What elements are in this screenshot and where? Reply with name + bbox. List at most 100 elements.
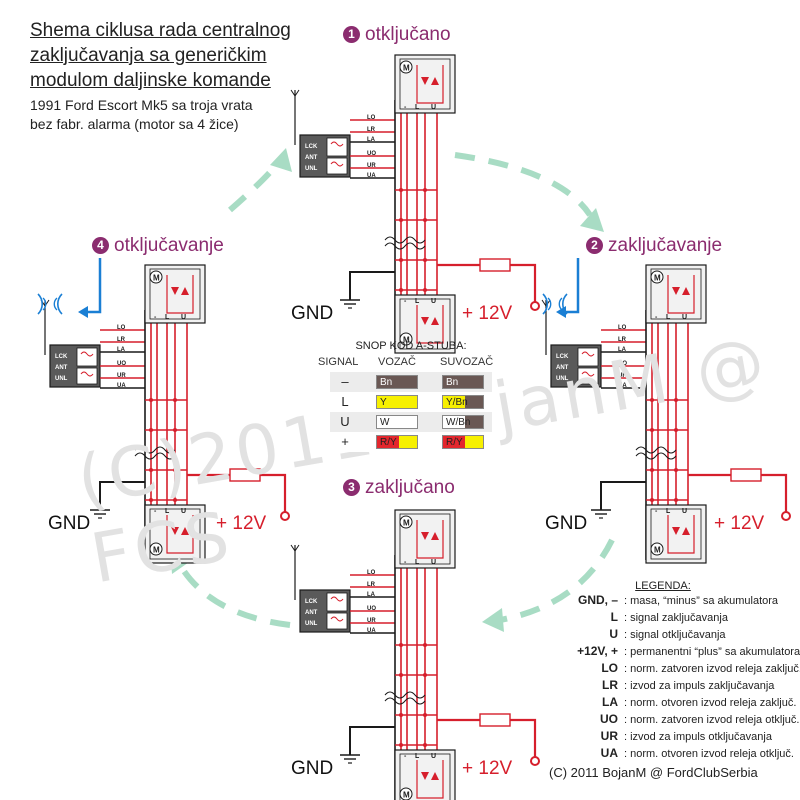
wire-table-title: SNOP KOD A-STUBA:	[355, 340, 467, 352]
motor-symbol	[650, 542, 664, 556]
junction-dot	[650, 468, 654, 472]
actuator-u-label: U	[181, 314, 186, 321]
actuator-l-label: L	[666, 508, 671, 515]
title-line-1: Shema ciklusa rada centralnog	[30, 20, 291, 41]
actuator-l-label: L	[666, 314, 671, 321]
wire-harness-table: SNOP KOD A-STUBA: SIGNAL VOZAČ SUVOZAČ –…	[318, 340, 493, 452]
legend-key: +12V, +	[577, 644, 618, 658]
relay-lock	[326, 592, 348, 612]
motor-symbol	[149, 542, 163, 556]
v12-label-4: + 12V	[216, 513, 267, 534]
junction-dot	[173, 498, 177, 502]
terminal-label-ua: UA	[367, 173, 376, 179]
signal-arrowhead-4	[78, 306, 88, 318]
terminal-label-ur: UR	[117, 373, 126, 379]
junction-dot	[423, 643, 427, 647]
legend-item: LO : norm. zatvoren izvod releja zaključ.	[548, 660, 800, 677]
actuator-inner	[650, 268, 702, 320]
wire-signal: –	[341, 374, 349, 389]
actuator-l-label: L	[165, 508, 170, 515]
junction-dot	[399, 743, 403, 747]
signal-arrow-2	[562, 258, 580, 314]
relay-coil-lock	[330, 596, 344, 602]
harness-break	[384, 691, 426, 699]
relay-lock	[76, 347, 98, 367]
legend-desc: : norm. zatvoren izvod releja zaključ.	[624, 663, 800, 675]
actuator-diode-2	[431, 772, 439, 780]
actuator-diode-1	[421, 77, 429, 85]
motor-symbol	[650, 270, 664, 284]
relay-unlock	[326, 157, 348, 175]
actuator-u-label: U	[431, 104, 436, 111]
wire-passenger-color: R/Y	[442, 435, 484, 449]
actuator-l-label: L	[415, 298, 420, 305]
actuator-diode-1	[421, 317, 429, 325]
actuator-loop	[166, 515, 194, 554]
wifi-icon	[53, 297, 58, 311]
legend-desc: : signal otključavanja	[624, 629, 726, 641]
legend-desc: : izvod za impuls zaključavanja	[624, 680, 775, 692]
junction-dot	[423, 713, 427, 717]
legend-desc: : masa, “minus” sa akumulatora	[624, 595, 779, 607]
wire-signal: U	[340, 414, 350, 429]
subtitle-line-1: 1991 Ford Escort Mk5 sa troja vrata	[30, 97, 253, 113]
actuator-diode-2	[431, 317, 439, 325]
wire-driver-color: W	[376, 415, 418, 429]
legend-item: +12V, + : permanentni “plus” sa akumulato…	[548, 643, 800, 660]
module-unl-label: UNL	[305, 621, 318, 627]
legend-desc: : permanentni “plus” sa akumulatora	[624, 646, 800, 658]
legend-key: L	[610, 610, 618, 624]
wire-driver-color: Y	[376, 395, 418, 409]
actuator-minus-label: -	[655, 314, 658, 321]
fuse	[479, 713, 511, 727]
antenna-icon	[290, 89, 300, 97]
terminal-label-lo: LO	[618, 325, 627, 331]
junction-dot	[399, 643, 403, 647]
terminal-label-lr: LR	[117, 337, 126, 343]
actuator-diode-1	[171, 527, 179, 535]
legend-key: LO	[601, 661, 618, 675]
cycle-arrowhead-1-2	[580, 208, 604, 232]
antenna-icon	[290, 544, 300, 552]
actuator-diode-1	[421, 532, 429, 540]
wire-passenger-color: W/Bn	[442, 415, 484, 429]
wifi-icon	[542, 293, 548, 315]
v12-label-3: + 12V	[462, 758, 513, 779]
actuator-l-label: L	[415, 104, 420, 111]
actuator-loop	[667, 515, 695, 554]
junction-dot	[650, 398, 654, 402]
battery-terminal	[530, 301, 540, 311]
battery-terminal	[530, 756, 540, 766]
actuator-inner	[149, 268, 201, 320]
relay-coil-unlock	[80, 371, 94, 377]
actuator-minus-label: -	[404, 559, 407, 566]
junction-dot	[399, 713, 403, 717]
legend-item: U : signal otključavanja	[548, 626, 798, 643]
motor-label: M	[403, 336, 410, 345]
module-lck-label: LCK	[556, 354, 569, 360]
actuator-minus-label: -	[154, 508, 157, 515]
wire-driver-color: Bn	[376, 375, 418, 389]
wifi-icon	[558, 297, 563, 311]
relay-coil-unlock	[581, 371, 595, 377]
terminal-label-ur: UR	[367, 618, 376, 624]
legend-key: U	[609, 627, 618, 641]
junction-dot	[149, 468, 153, 472]
terminal-label-lo: LO	[117, 325, 126, 331]
module-lck-label: LCK	[305, 599, 318, 605]
motor-label: M	[654, 274, 661, 283]
module-ant-label: ANT	[305, 610, 318, 616]
legend-desc: : norm. otvoren izvod releja otključ.	[624, 748, 794, 760]
battery-terminal	[280, 511, 290, 521]
harness-break-2	[635, 452, 677, 460]
actuator-u-label: U	[682, 314, 687, 321]
title-block: Shema ciklusa rada centralnog zaključava…	[30, 18, 291, 134]
junction-dot	[674, 498, 678, 502]
cycle-arrow-3-4	[177, 563, 291, 628]
actuator-loop	[416, 305, 444, 344]
